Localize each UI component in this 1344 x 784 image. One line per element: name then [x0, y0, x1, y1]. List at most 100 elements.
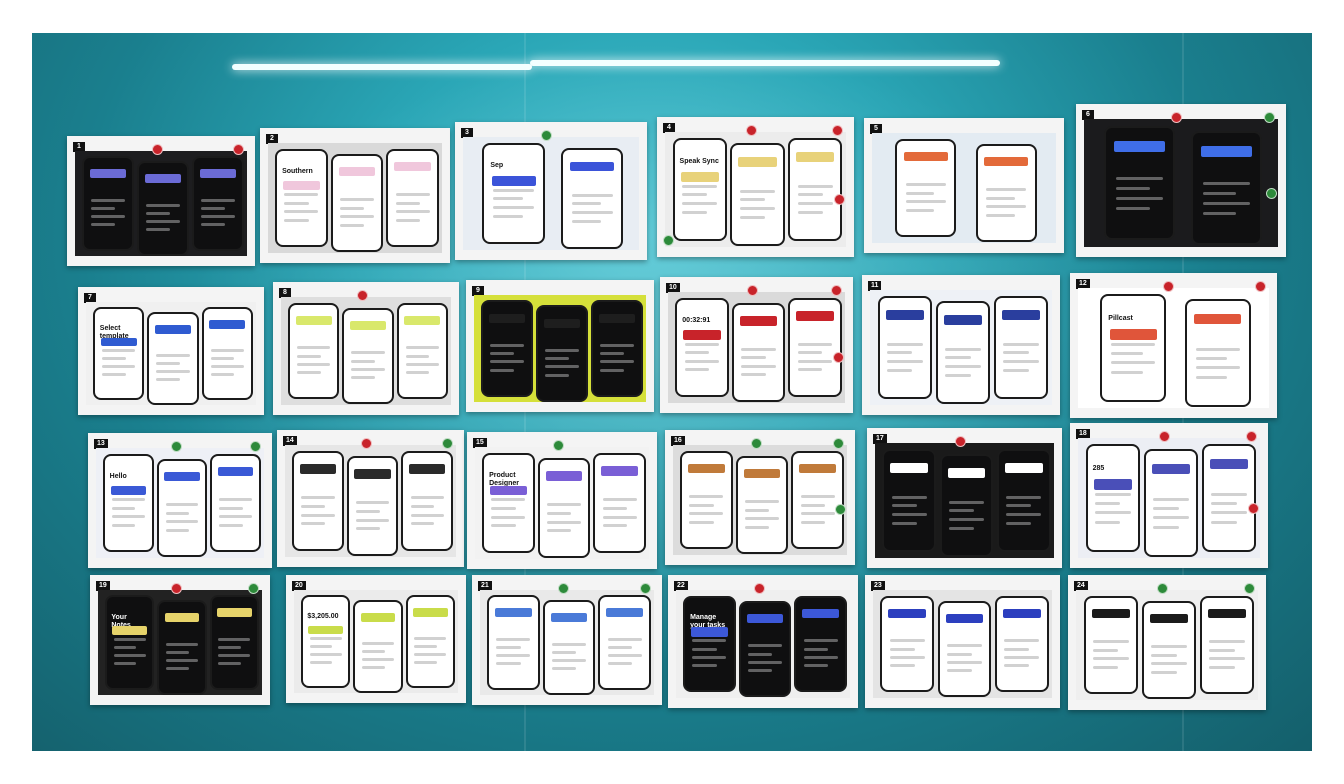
sheet-number: 16: [671, 436, 685, 446]
text-line: [414, 637, 447, 641]
red-vote-sticker: [1248, 502, 1259, 514]
mockup-area: [673, 445, 847, 555]
red-vote-sticker: [1246, 431, 1257, 442]
mockup-area: Hello: [96, 448, 264, 558]
text-line: [1003, 351, 1029, 355]
text-line: [682, 193, 708, 197]
text-line: [91, 223, 116, 227]
text-line: [362, 658, 394, 661]
text-line: [1095, 511, 1131, 515]
text-line: [552, 642, 586, 646]
accent-card: [601, 466, 638, 476]
text-line: [947, 652, 972, 656]
text-line: [1004, 656, 1040, 660]
accent-card: [1004, 462, 1043, 473]
text-line: [545, 373, 570, 377]
text-line: [607, 637, 642, 641]
sheet-number: 15: [473, 438, 487, 448]
sheet-number: 1: [73, 142, 85, 152]
phone-mockup: [346, 455, 399, 557]
screen-title: Sep: [490, 162, 504, 170]
text-line: [739, 189, 776, 193]
text-line: [905, 183, 946, 187]
phone-mockup: [536, 305, 588, 402]
red-vote-sticker: [1255, 281, 1266, 292]
text-line: [491, 515, 526, 519]
text-line: [102, 372, 126, 376]
text-line: [1093, 657, 1129, 661]
accent-card: [943, 314, 983, 325]
text-line: [1095, 520, 1121, 524]
text-line: [166, 651, 189, 655]
phone-mockup: [591, 300, 643, 397]
phone-mockup: Southern: [275, 148, 328, 248]
text-line: [490, 368, 515, 372]
accent-card: [100, 337, 137, 347]
phone-mockup: [192, 156, 244, 251]
text-line: [1116, 177, 1163, 181]
text-line: [552, 651, 577, 655]
text-line: [689, 503, 714, 507]
text-line: [689, 495, 724, 499]
text-line: [490, 352, 515, 356]
accent-card: [1114, 141, 1165, 153]
accent-card: [746, 613, 784, 623]
text-line: [739, 198, 766, 202]
accent-card: [112, 626, 147, 636]
mockup-area: $3,205.00: [294, 590, 458, 693]
sheet-number: 11: [868, 281, 882, 291]
text-line: [1209, 648, 1235, 652]
accent-card: [217, 608, 252, 618]
text-line: [301, 513, 335, 517]
text-line: [602, 506, 627, 510]
text-line: [684, 368, 710, 372]
screen-title: 285: [1092, 464, 1105, 472]
text-line: [111, 498, 145, 502]
text-line: [410, 496, 444, 500]
accent-card: [491, 176, 537, 186]
text-line: [210, 357, 235, 361]
text-line: [891, 522, 917, 526]
sheet-1: 1: [67, 136, 255, 266]
text-line: [1006, 504, 1032, 508]
text-line: [803, 647, 828, 651]
sheet-number: 20: [292, 581, 306, 591]
text-line: [113, 662, 137, 666]
text-line: [800, 512, 835, 516]
text-line: [284, 218, 309, 222]
text-line: [102, 365, 136, 368]
text-line: [1211, 511, 1247, 515]
text-line: [545, 357, 570, 361]
phone-mockup: [1104, 125, 1175, 241]
text-line: [493, 188, 535, 192]
text-line: [1111, 370, 1143, 374]
text-line: [405, 363, 439, 367]
text-line: [571, 193, 613, 197]
text-line: [1153, 525, 1179, 529]
text-line: [741, 347, 776, 351]
text-line: [607, 646, 632, 650]
accent-card: [89, 169, 127, 179]
phone-mockup: [353, 600, 403, 693]
phone-mockup: [731, 302, 786, 403]
red-vote-sticker: [833, 351, 844, 363]
green-vote-sticker: [663, 235, 674, 246]
phone-mockup: [210, 453, 261, 553]
sheet-number: 18: [1076, 429, 1090, 439]
text-line: [362, 650, 385, 654]
phone-mockup: [791, 450, 844, 550]
sheet-number: 10: [666, 283, 680, 293]
accent-card: [495, 608, 532, 618]
accent-card: [1109, 329, 1157, 340]
accent-card: [688, 464, 725, 474]
text-line: [547, 511, 572, 515]
text-line: [165, 520, 199, 524]
text-line: [111, 523, 136, 527]
text-line: [405, 354, 430, 358]
